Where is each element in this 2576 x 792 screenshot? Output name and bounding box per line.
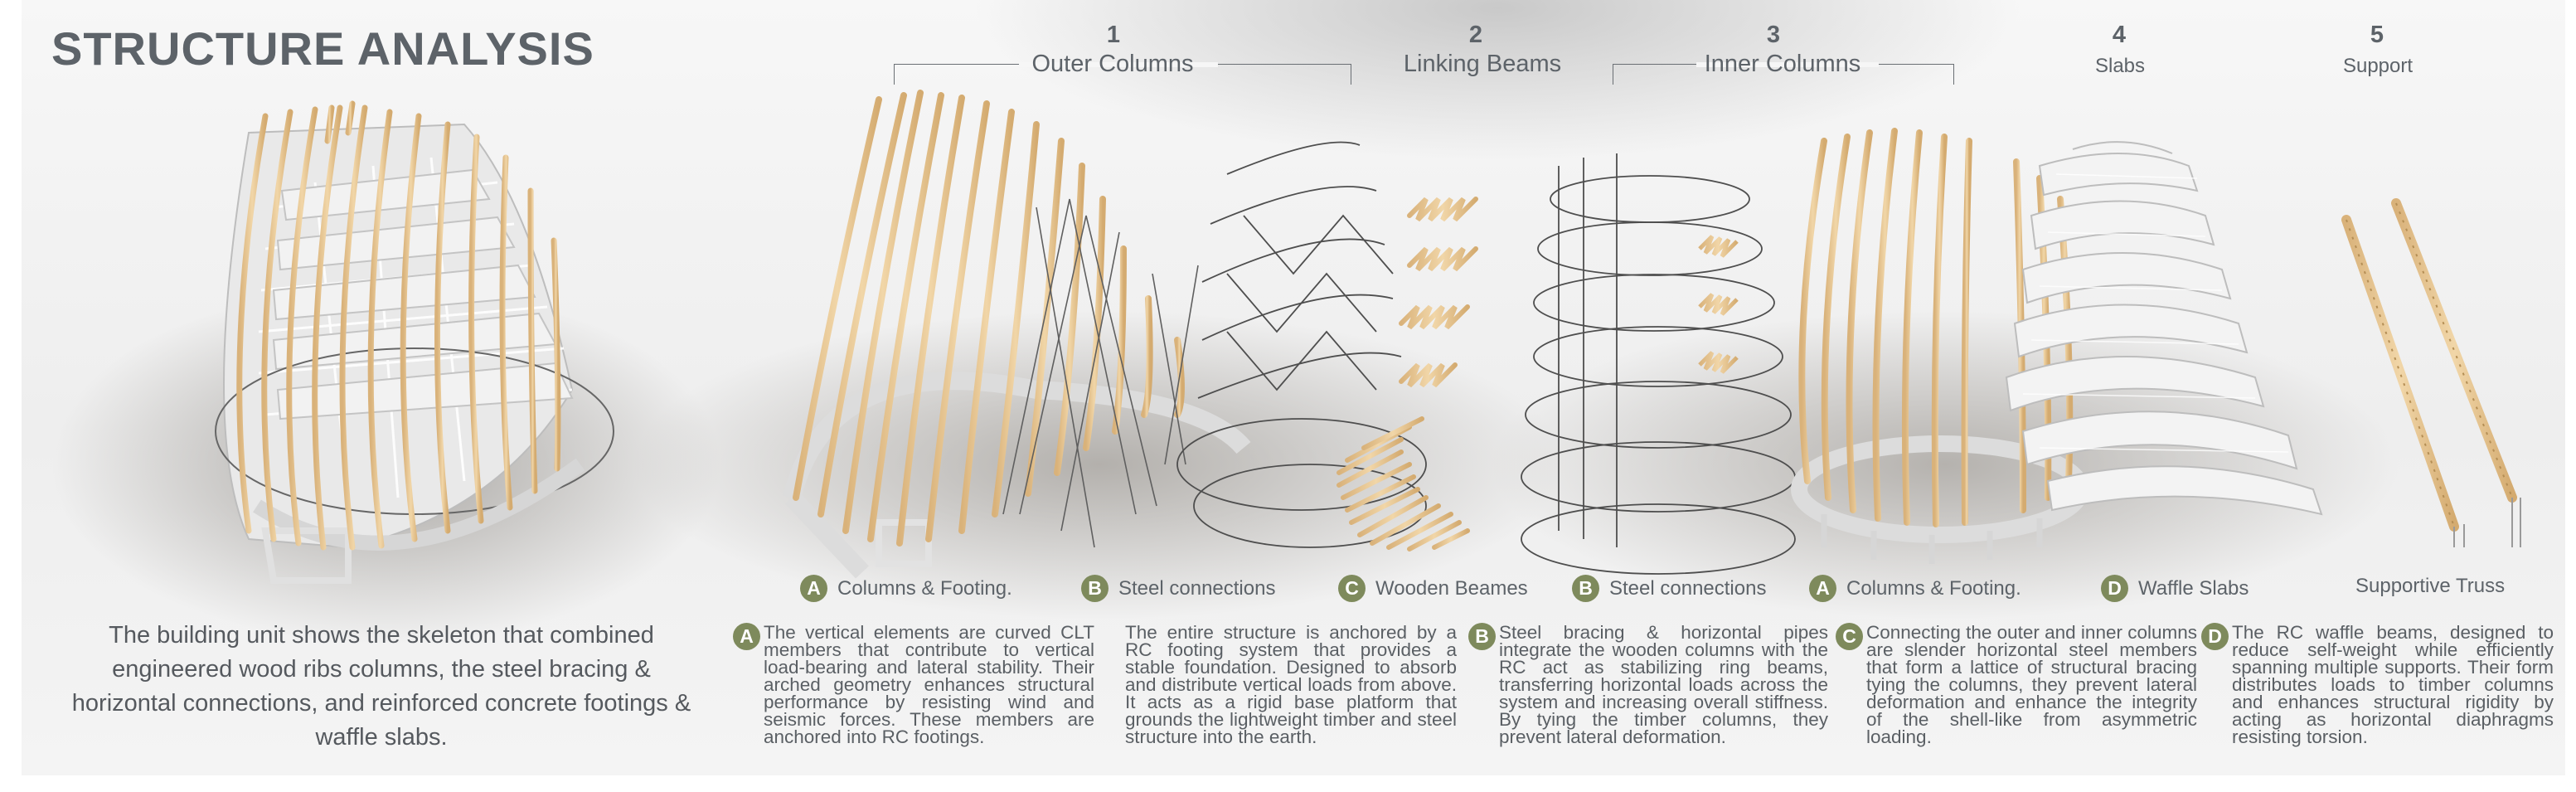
- inner-columns-model: [1791, 128, 2089, 564]
- outer-columns-model: [783, 90, 1251, 579]
- component-label-text: Supportive Truss: [2355, 575, 2506, 597]
- badge-a-icon: A: [1809, 575, 1836, 602]
- truss-pins: [2453, 498, 2521, 547]
- badge-b-icon: B: [1572, 575, 1599, 602]
- truss-dots: [2346, 202, 2513, 527]
- section-name-support: Support: [2342, 55, 2413, 77]
- waffle-slabs-model: [2005, 141, 2323, 516]
- steel-rings-model: [1176, 141, 1427, 548]
- inner-columns-bracket: [1613, 62, 1954, 85]
- page-title: STRUCTURE ANALYSIS: [51, 22, 594, 75]
- component-label-steel-connections-inner: B Steel connections: [1572, 575, 1766, 602]
- section-number-3: 3: [1766, 22, 1781, 48]
- component-label-wooden-beames: C Wooden Beames: [1338, 575, 1528, 602]
- supportive-truss-model: [2341, 198, 2517, 532]
- badge-a-icon: A: [800, 575, 827, 602]
- section-number-1: 1: [1106, 22, 1121, 48]
- section-name-linking-beams: Linking Beams: [1403, 51, 1562, 77]
- description-a: A The vertical elements are curved CLT m…: [733, 622, 1094, 747]
- description-footing: The entire structure is anchored by a RC…: [1125, 622, 1457, 747]
- description-c: C Connecting the outer and inner columns…: [1836, 622, 2198, 747]
- section-number-2: 2: [1468, 22, 1483, 48]
- slab-grid-lines: [2022, 173, 2289, 453]
- component-label-text: Columns & Footing.: [837, 576, 1012, 600]
- badge-b-icon: B: [1468, 623, 1496, 650]
- description-text: The entire structure is anchored by a RC…: [1125, 622, 1457, 747]
- intro-paragraph: The building unit shows the skeleton tha…: [71, 622, 691, 751]
- assembled-building-model: [215, 100, 614, 584]
- inner-zigzag-beams: [1698, 235, 1739, 374]
- description-d: D The RC waffle beams, designed to reduc…: [2201, 622, 2554, 747]
- inner-steel-rings-model: [1521, 153, 1796, 575]
- section-number-5: 5: [2370, 22, 2384, 48]
- section-number-4: 4: [2112, 22, 2127, 48]
- badge-c-icon: C: [1836, 623, 1863, 650]
- badge-b-icon: B: [1081, 575, 1109, 602]
- component-label-text: Wooden Beames: [1375, 576, 1528, 600]
- component-label-steel-connections: B Steel connections: [1081, 575, 1275, 602]
- component-label-columns-footing-inner: A Columns & Footing.: [1809, 575, 2021, 602]
- component-label-waffle-slabs: D Waffle Slabs: [2101, 575, 2249, 602]
- section-name-inner-columns: Inner Columns: [1704, 51, 1861, 77]
- badge-c-icon: C: [1338, 575, 1366, 602]
- section-name-slabs: Slabs: [2094, 55, 2146, 77]
- section-name-outer-columns: Outer Columns: [1031, 51, 1194, 77]
- badge-d-icon: D: [2201, 623, 2229, 650]
- linking-beams-model: [1337, 197, 1478, 551]
- component-label-columns-footing: A Columns & Footing.: [800, 575, 1012, 602]
- description-text: Connecting the outer and inner columns a…: [1866, 622, 2198, 747]
- component-label-supportive-truss: Supportive Truss: [2355, 575, 2505, 598]
- description-text: The vertical elements are curved CLT mem…: [764, 622, 1094, 747]
- description-text: The RC waffle beams, designed to reduce …: [2232, 622, 2554, 747]
- description-b: B Steel bracing & horizontal pipes integ…: [1468, 622, 1828, 747]
- badge-d-icon: D: [2101, 575, 2128, 602]
- badge-a-icon: A: [733, 623, 760, 650]
- component-label-text: Columns & Footing.: [1846, 576, 2021, 600]
- component-label-text: Steel connections: [1118, 576, 1276, 600]
- component-label-text: Waffle Slabs: [2138, 576, 2249, 600]
- outer-columns-bracket: [894, 62, 1351, 85]
- description-text: Steel bracing & horizontal pipes integra…: [1499, 622, 1828, 747]
- component-label-text: Steel connections: [1609, 576, 1767, 600]
